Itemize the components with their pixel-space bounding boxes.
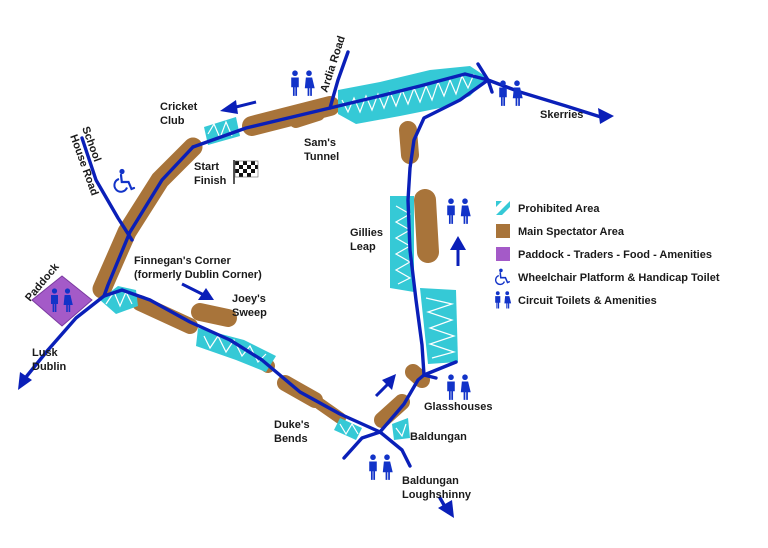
arrow-cricket-club [220, 100, 257, 114]
legend: Prohibited Area Main Spectator Area Padd… [494, 201, 720, 309]
legend-item-toilets: Circuit Toilets & Amenities [495, 291, 657, 309]
legend-item-paddock: Paddock - Traders - Food - Amenities [496, 247, 712, 261]
legend-item-prohibited: Prohibited Area [496, 201, 600, 215]
toilets-icon-skerries [499, 80, 523, 106]
legend-label-toilets: Circuit Toilets & Amenities [518, 295, 657, 307]
circuit-north-east [406, 78, 490, 377]
wheelchair-icon-map [113, 168, 136, 193]
arrow-loughshinny [438, 500, 454, 518]
label-joeys-sweep-2: Sweep [232, 307, 267, 319]
label-dukes-bends-2: Bends [274, 433, 308, 445]
circuit-west-straight [102, 145, 195, 298]
label-baldungan-loughshinny-2: Loughshinny [402, 489, 472, 501]
legend-item-spectator: Main Spectator Area [496, 224, 625, 238]
label-start-finish-1: Start [194, 161, 219, 173]
paddock-area: Paddock [23, 260, 93, 327]
label-glasshouses: Glasshouses [424, 401, 492, 413]
legend-label-prohibited: Prohibited Area [518, 203, 600, 215]
label-lusk-dublin-2: Dublin [32, 361, 66, 373]
spectator-area-north-east [399, 121, 419, 164]
label-skerries: Skerries [540, 109, 583, 121]
toilets-icon-baldungan [369, 454, 393, 480]
label-joeys-sweep-1: Joey's [232, 293, 266, 305]
label-sams-tunnel-1: Sam's [304, 137, 336, 149]
prohibited-areas [100, 66, 488, 440]
roads [20, 50, 606, 514]
arrow-gillies [450, 236, 466, 266]
circuit-finnegans-to-dukes [102, 288, 382, 434]
label-baldungan-loughshinny-1: Baldungan [402, 475, 459, 487]
map-icons [113, 70, 523, 480]
label-cricket-club-1: Cricket [160, 101, 198, 113]
label-finnegans-corner-1: Finnegan's Corner [134, 255, 231, 267]
spectator-area-sams-extra [289, 107, 325, 128]
chequered-flag-icon [233, 160, 259, 184]
prohibited-area-east [420, 288, 458, 364]
road-skerries [486, 78, 606, 120]
label-baldungan: Baldungan [410, 431, 467, 443]
label-gillies-leap-2: Leap [350, 241, 376, 253]
legend-toilets-icon [495, 291, 512, 309]
paddock-box [31, 275, 93, 327]
prohibited-area-baldungan [392, 418, 410, 440]
label-lusk-dublin-1: Lusk [32, 347, 59, 359]
toilets-icon-ardia [291, 70, 315, 96]
circuit-baldungan-to-glasshouses [378, 373, 438, 434]
prohibited-area-dukes [334, 418, 362, 440]
legend-label-spectator: Main Spectator Area [518, 226, 625, 238]
arrow-skerries [598, 108, 614, 124]
circuit-north-straight [191, 72, 490, 149]
road-glasshouses-east [422, 360, 458, 377]
toilets-icon-gillies [447, 198, 471, 224]
legend-swatch-spectator [496, 224, 510, 238]
legend-swatch-paddock [496, 247, 510, 261]
legend-label-wheelchair: Wheelchair Platform & Handicap Toilet [518, 272, 720, 284]
legend-item-wheelchair: Wheelchair Platform & Handicap Toilet [494, 268, 720, 286]
label-cricket-club-2: Club [160, 115, 185, 127]
spectator-area-finnegans [132, 295, 198, 334]
road-lusk-dublin [20, 294, 106, 384]
legend-wheelchair-icon [494, 268, 510, 286]
spectator-area-baldungan [374, 394, 410, 428]
prohibited-area-joeys [196, 328, 276, 372]
label-gillies-leap-1: Gillies [350, 227, 383, 239]
road-ne-spur [476, 62, 494, 94]
direction-arrows [18, 100, 614, 518]
arrow-finnegans [181, 282, 214, 300]
road-ardia [328, 50, 350, 110]
label-finnegans-corner-2: (formerly Dublin Corner) [134, 269, 262, 281]
spectator-area-joeys [191, 303, 237, 327]
spectator-area-gillies [414, 189, 439, 263]
arrow-lusk-dublin [18, 372, 32, 390]
legend-label-paddock: Paddock - Traders - Food - Amenities [518, 249, 712, 261]
road-baldungan-loughshinny [378, 430, 412, 468]
label-start-finish-2: Finish [194, 175, 227, 187]
label-sams-tunnel-2: Tunnel [304, 151, 339, 163]
toilets-icon-glasshouses [447, 374, 471, 400]
road-baldungan-west [342, 430, 382, 460]
arrow-baldungan [374, 374, 396, 398]
road-school-house [80, 136, 134, 242]
label-dukes-bends-1: Duke's [274, 419, 310, 431]
